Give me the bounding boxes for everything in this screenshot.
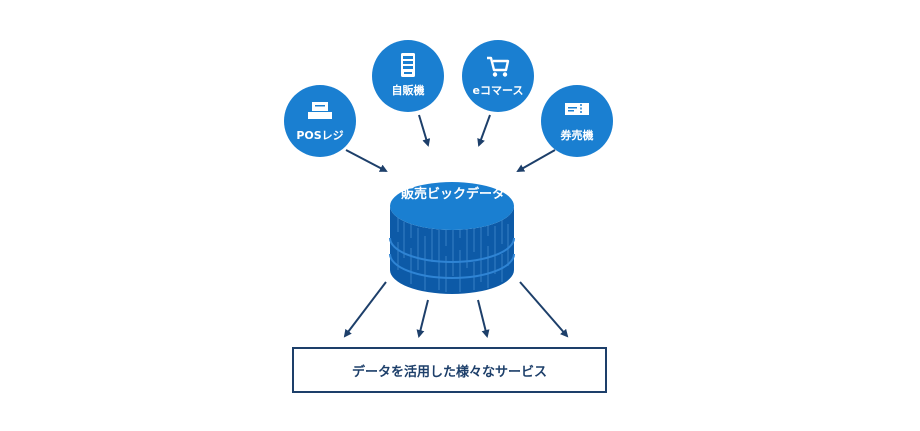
database-label: 蓄積された 販売ビックデータ [388, 168, 518, 204]
ticket-icon [564, 101, 590, 121]
arrow-vending-to-db [418, 114, 431, 147]
arrow-pos-to-db [345, 149, 388, 172]
arrow-ticket-to-db [516, 149, 556, 172]
arrow-db-to-service-4 [519, 281, 569, 338]
arrow-db-to-service-3 [477, 299, 490, 338]
source-label: 自販機 [391, 84, 425, 97]
arrow-db-to-service-2 [416, 299, 429, 338]
services-label: データを活用した様々なサービス [351, 364, 547, 380]
database-label-line1: 蓄積された [420, 169, 486, 184]
arrow-db-to-service-1 [343, 281, 387, 338]
arrow-ecommerce-to-db [477, 114, 491, 147]
source-pos-register: POSレジ [284, 85, 356, 157]
services-box: データを活用した様々なサービス [292, 347, 607, 393]
source-ecommerce: eコマース [462, 40, 534, 112]
vending-machine-icon [400, 52, 416, 82]
source-vending-machine: 自販機 [372, 40, 444, 112]
source-label: eコマース [472, 84, 524, 97]
source-label: POSレジ [296, 129, 344, 142]
database-cylinder [389, 182, 515, 294]
source-ticket-machine: 券売機 [541, 85, 613, 157]
printer-icon [307, 101, 333, 125]
database-label-line2: 販売ビックデータ [400, 187, 505, 202]
source-label: 券売機 [560, 129, 594, 142]
cart-icon [486, 56, 510, 82]
